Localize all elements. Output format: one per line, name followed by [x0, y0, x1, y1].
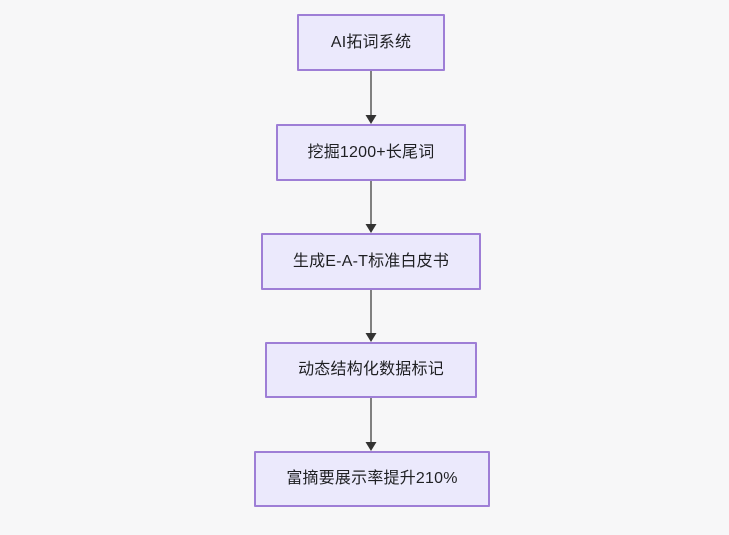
flow-node-label: 挖掘1200+长尾词	[307, 143, 435, 161]
flow-node-ai-keyword-system[interactable]: AI拓词系统	[297, 14, 445, 71]
flow-arrow-down-icon	[364, 290, 378, 342]
flow-node-mine-longtail-keywords[interactable]: 挖掘1200+长尾词	[276, 124, 466, 181]
flow-node-label: 动态结构化数据标记	[298, 361, 444, 379]
flow-node-dynamic-structured-data-markup[interactable]: 动态结构化数据标记	[265, 342, 477, 398]
flow-node-label: 富摘要展示率提升210%	[286, 470, 458, 488]
flow-node-label: 生成E-A-T标准白皮书	[292, 252, 450, 270]
flow-node-generate-eat-whitepaper[interactable]: 生成E-A-T标准白皮书	[261, 233, 481, 290]
flow-node-label: AI拓词系统	[330, 33, 412, 51]
flow-node-rich-snippet-impression-lift[interactable]: 富摘要展示率提升210%	[254, 451, 490, 507]
flow-arrow-down-icon	[364, 398, 378, 451]
flow-arrow-down-icon	[364, 181, 378, 233]
flow-arrow-down-icon	[364, 71, 378, 124]
